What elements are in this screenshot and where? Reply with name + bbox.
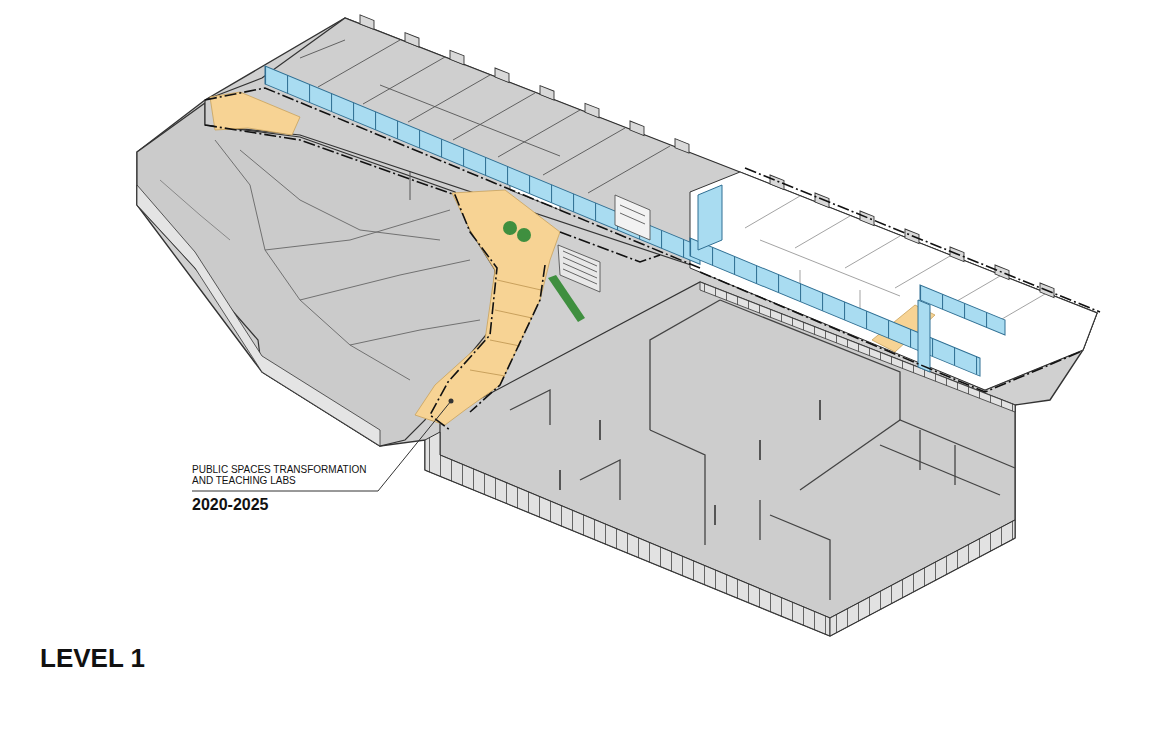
room-partitions xyxy=(318,40,400,87)
parapet-piers xyxy=(360,15,374,30)
leader-line xyxy=(192,401,451,491)
stair xyxy=(563,263,597,278)
teaching-lab-glazing xyxy=(265,66,1005,376)
columns xyxy=(559,470,561,490)
project-boundary xyxy=(205,88,1100,430)
stair xyxy=(563,251,597,266)
renovated-public-space xyxy=(415,190,560,425)
room-partitions xyxy=(380,85,560,156)
project-boundary xyxy=(745,168,1100,312)
spine-steps xyxy=(490,340,520,346)
interior-glazed-walls xyxy=(650,430,705,545)
east-partitions xyxy=(845,236,900,268)
room-partitions xyxy=(453,93,535,140)
east-partitions xyxy=(745,196,1045,326)
callout-label: PUBLIC SPACES TRANSFORMATION AND TEACHIN… xyxy=(192,464,384,486)
auditorium-wing xyxy=(300,260,470,300)
planting xyxy=(548,275,585,322)
auditorium-wing xyxy=(350,320,480,345)
east-partitions xyxy=(745,196,800,228)
interior-glazed-walls xyxy=(759,500,760,540)
parapet-piers xyxy=(450,50,464,65)
spine-steps xyxy=(495,310,532,318)
parapet-piers xyxy=(540,86,554,101)
interior-glazed-walls xyxy=(880,445,1000,495)
floor-slab xyxy=(137,18,1097,636)
room-partitions xyxy=(300,40,345,58)
spine-steps xyxy=(470,370,505,376)
stair xyxy=(558,245,600,292)
parapet-piers xyxy=(995,265,1009,280)
room-partitions xyxy=(588,146,670,193)
parapet-piers xyxy=(405,33,419,48)
spine-steps xyxy=(470,280,541,376)
spine-steps xyxy=(497,280,541,290)
stair xyxy=(563,269,597,284)
room-partitions xyxy=(408,75,490,122)
columns xyxy=(560,400,820,525)
project-boundary xyxy=(470,265,545,412)
renovated-public-space xyxy=(210,92,935,425)
parapet-piers xyxy=(815,193,829,208)
parapet-piers xyxy=(585,103,599,118)
parapet-piers xyxy=(495,68,509,83)
teaching-lab-glazing xyxy=(698,185,722,250)
stair xyxy=(563,257,597,272)
auditorium-wing xyxy=(265,210,450,250)
room-partitions xyxy=(363,57,445,104)
interior-glazed-walls xyxy=(800,420,1015,490)
south-block xyxy=(700,282,1015,412)
parapet-piers xyxy=(770,175,784,190)
stair xyxy=(615,195,650,240)
auditorium-wing xyxy=(160,180,230,240)
east-partitions xyxy=(795,216,850,248)
interior-glazed-walls xyxy=(954,445,955,485)
south-block xyxy=(830,520,1015,636)
east-partitions xyxy=(895,256,950,288)
stair xyxy=(558,195,650,292)
leader-line xyxy=(192,399,454,492)
floor-slab xyxy=(137,18,1097,636)
auditorium-wing xyxy=(137,185,380,446)
columns xyxy=(759,440,761,460)
room-partitions xyxy=(543,128,625,175)
planting xyxy=(503,221,517,235)
interior-glazed-walls xyxy=(650,300,720,430)
teaching-lab-glazing xyxy=(920,285,1005,335)
south-block xyxy=(425,432,830,636)
page-title: LEVEL 1 xyxy=(40,643,145,673)
columns xyxy=(819,400,821,420)
interior-glazed-walls xyxy=(510,390,550,425)
planting xyxy=(517,228,531,242)
columns xyxy=(599,420,601,440)
stair xyxy=(620,213,645,224)
interior-glazed-walls xyxy=(580,460,620,500)
callout-date: 2020-2025 xyxy=(192,496,269,514)
room-partitions xyxy=(498,110,580,157)
columns xyxy=(714,505,716,525)
renovated-public-space xyxy=(210,92,300,135)
project-boundary xyxy=(560,232,660,262)
parapet-piers xyxy=(675,139,689,154)
project-boundary xyxy=(205,125,497,430)
teaching-lab-glazing xyxy=(918,300,930,372)
interior-glazed-walls xyxy=(770,515,830,600)
parapet-piers xyxy=(630,121,644,136)
project-boundary xyxy=(700,272,1080,392)
interior-glazed-walls xyxy=(919,430,920,470)
project-boundary xyxy=(205,88,700,268)
auditorium-wing xyxy=(215,140,410,380)
teaching-lab-glazing xyxy=(265,66,700,264)
